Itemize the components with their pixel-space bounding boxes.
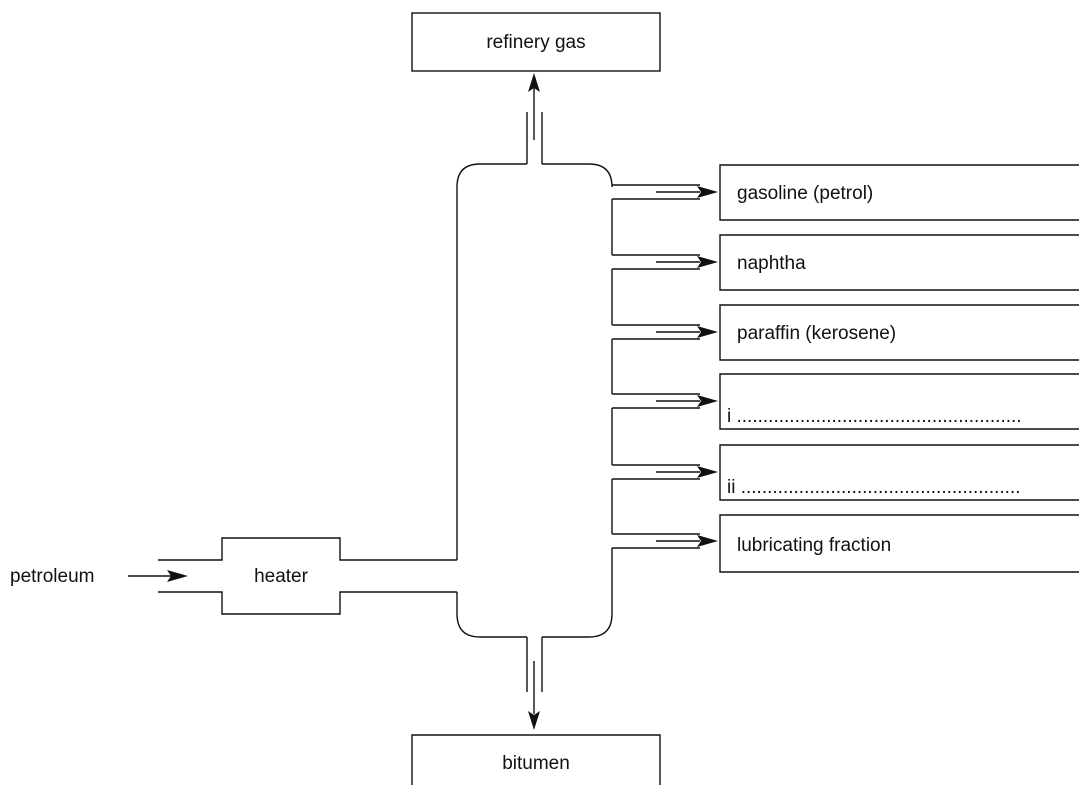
arrow-down-icon [528, 711, 540, 730]
petroleum-label: petroleum [10, 566, 95, 587]
bottom-outlet-pipe [526, 637, 543, 730]
product-box-lubricating: lubricating fraction [719, 514, 1079, 573]
top-outlet-pipe [526, 73, 543, 164]
heater-unit: heater [158, 537, 457, 615]
side-product-boxes: gasoline (petrol) naphtha paraffin (kero… [719, 164, 1079, 573]
arrow-right-icon [697, 326, 718, 338]
heater-label: heater [254, 566, 309, 587]
refinery-gas-box: refinery gas [411, 12, 661, 72]
petroleum-inlet: petroleum [10, 566, 188, 587]
product-box-blank-ii: ii .....................................… [719, 444, 1079, 501]
arrow-right-icon [697, 186, 718, 198]
answer-line-ii: ii .....................................… [727, 477, 1021, 498]
product-box-paraffin: paraffin (kerosene) [719, 304, 1079, 361]
product-label-paraffin: paraffin (kerosene) [737, 323, 896, 344]
arrow-right-icon [167, 570, 188, 582]
arrow-right-icon [697, 535, 718, 547]
fractionating-column [456, 163, 613, 638]
side-draw-offs [611, 184, 700, 549]
bitumen-box: bitumen [411, 734, 661, 785]
product-label-lubricating: lubricating fraction [737, 535, 891, 556]
side-arrows [656, 186, 718, 547]
product-box-blank-i: i ......................................… [719, 373, 1079, 430]
refinery-gas-label: refinery gas [486, 32, 585, 53]
product-box-gasoline: gasoline (petrol) [719, 164, 1079, 221]
product-label-naphtha: naphtha [737, 253, 806, 274]
arrow-up-icon [528, 73, 540, 92]
answer-line-i: i ......................................… [727, 406, 1022, 427]
arrow-right-icon [697, 256, 718, 268]
arrow-right-icon [697, 395, 718, 407]
arrow-right-icon [697, 466, 718, 478]
product-box-naphtha: naphtha [719, 234, 1079, 291]
product-label-gasoline: gasoline (petrol) [737, 183, 873, 204]
bitumen-label: bitumen [502, 753, 570, 774]
